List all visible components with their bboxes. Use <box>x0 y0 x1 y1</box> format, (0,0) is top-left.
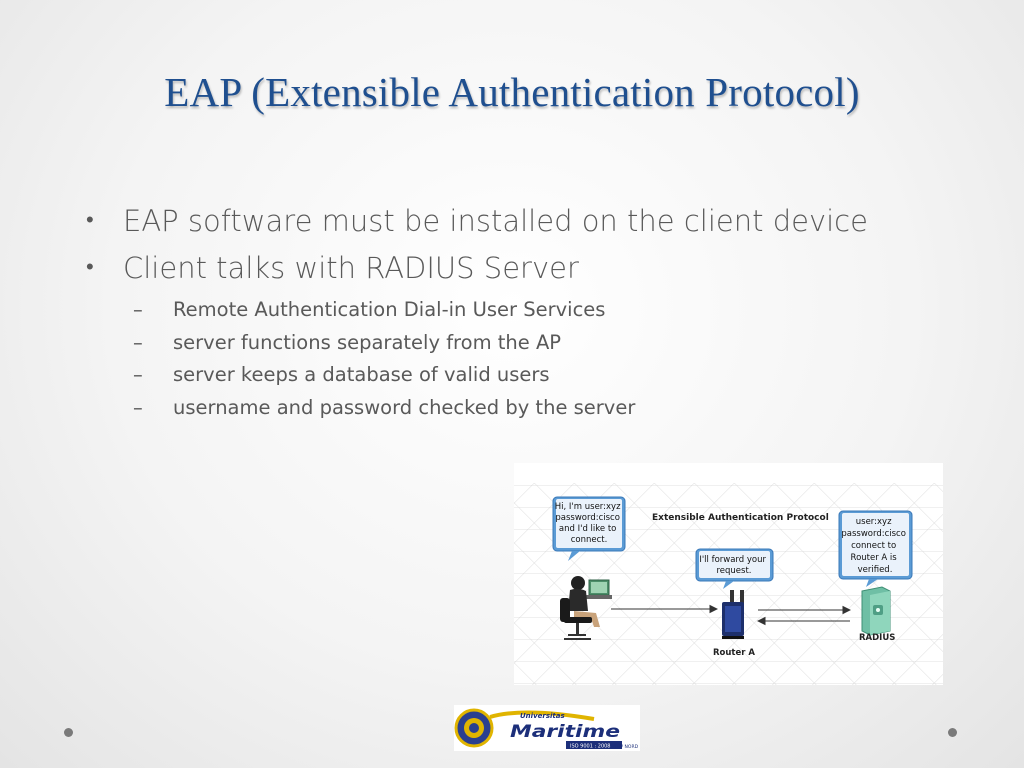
bullet-item: • EAP software must be installed on the … <box>86 200 886 242</box>
dash-icon: – <box>133 330 143 354</box>
radius-label: RADIUS <box>859 633 895 643</box>
server-speech-bubble: user:xyz password:cisco connect to Route… <box>838 510 913 587</box>
router-speech-bubble: I'll forward your request. <box>695 548 774 589</box>
server-bubble-line: Router A is <box>851 553 898 563</box>
dash-icon: – <box>133 298 143 321</box>
svg-text:Hi, I'm user:xyz pas: Hi, I'm user:xyz password:cisco and I'd … <box>555 502 623 545</box>
corner-dot-left <box>64 728 73 737</box>
router-bubble-line: request. <box>716 566 751 576</box>
svg-text:user:xyz password:ci: user:xyz password:cisco connect to Route… <box>841 517 908 575</box>
client-bubble-line: and I'd like to <box>559 524 616 534</box>
logo-cert-text: TUV NORD <box>613 744 639 750</box>
bullet-item: • Client talks with RADIUS Server <box>86 247 886 289</box>
bullet-dot-icon: • <box>86 255 94 280</box>
logo-iso-text: ISO 9001 : 2008 <box>570 744 611 750</box>
user-at-computer-icon <box>560 576 612 640</box>
dash-icon: – <box>133 363 143 386</box>
logo-name: Maritime <box>510 722 620 742</box>
svg-text:I'll forward your re: I'll forward your request. <box>699 555 768 576</box>
router-icon <box>722 590 744 639</box>
client-bubble-line: Hi, I'm user:xyz <box>555 502 621 512</box>
sub-bullet-item: – username and password checked by the s… <box>86 392 886 425</box>
client-bubble-line: password:cisco <box>555 513 620 523</box>
sub-bullet-item: – Remote Authentication Dial-in User Ser… <box>86 294 886 327</box>
client-bubble-line: connect. <box>571 535 608 545</box>
sub-bullet-item: – server keeps a database of valid users <box>86 359 886 392</box>
sub-bullet-text: server keeps a database of valid users <box>173 363 550 386</box>
bullet-text: Client talks with RADIUS Server <box>123 251 579 285</box>
university-logo: Universitas Maritime ISO 9001 : 2008 TUV… <box>454 705 640 751</box>
radius-server-icon <box>861 586 891 636</box>
router-bubble-line: I'll forward your <box>699 555 766 565</box>
client-speech-bubble: Hi, I'm user:xyz password:cisco and I'd … <box>552 496 626 561</box>
router-label: Router A <box>713 648 755 658</box>
server-bubble-line: user:xyz <box>856 517 892 527</box>
bullet-text: EAP software must be installed on the cl… <box>123 204 868 238</box>
logo-top-text: Universitas <box>520 712 565 720</box>
slide-title: EAP (Extensible Authentication Protocol) <box>164 69 860 115</box>
bullet-list: • EAP software must be installed on the … <box>86 200 886 424</box>
sub-bullet-text: server functions separately from the AP <box>173 330 562 354</box>
bullet-dot-icon: • <box>86 208 94 233</box>
server-bubble-line: verified. <box>858 565 893 575</box>
sub-bullet-item: – server functions separately from the A… <box>86 327 886 360</box>
eap-diagram: Extensible Authentication Protocol Hi, I… <box>514 463 943 685</box>
diagram-title: Extensible Authentication Protocol <box>652 513 829 523</box>
server-bubble-line: connect to <box>851 541 896 551</box>
dash-icon: – <box>133 395 143 419</box>
server-bubble-line: password:cisco <box>841 529 906 539</box>
sub-bullet-text: username and password checked by the ser… <box>173 395 636 419</box>
corner-dot-right <box>948 728 957 737</box>
sub-bullet-text: Remote Authentication Dial-in User Servi… <box>173 298 606 321</box>
